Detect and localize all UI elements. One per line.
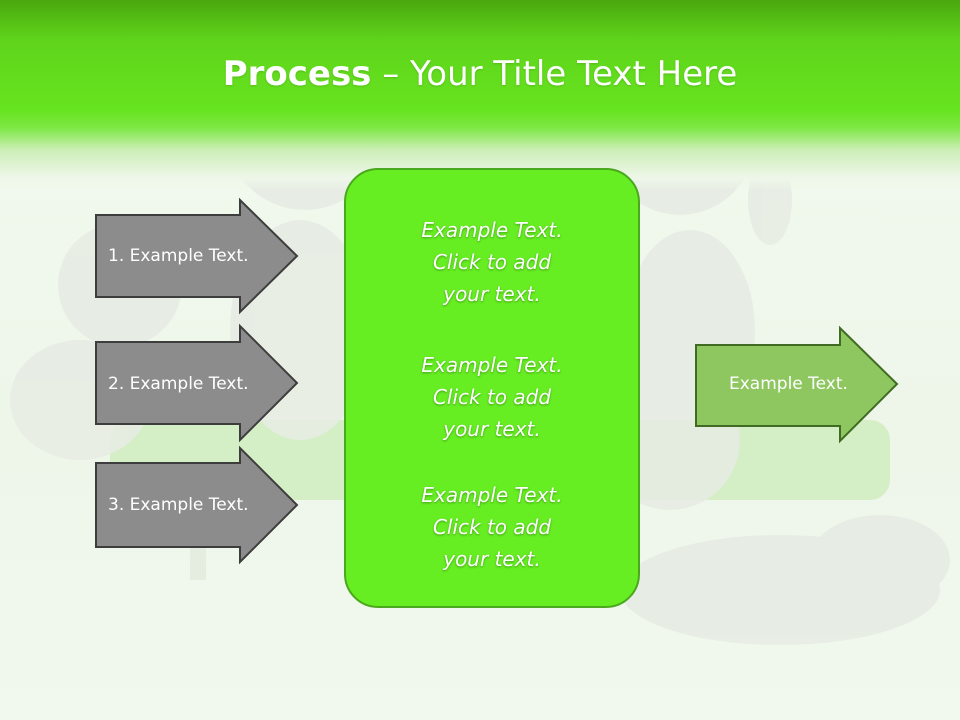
title-bold: Process xyxy=(222,54,372,94)
input-arrow-1-label: 1. Example Text. xyxy=(108,246,249,266)
input-arrow-2 xyxy=(95,323,299,443)
para-line: Click to add xyxy=(432,250,552,274)
para-line: Click to add xyxy=(432,515,552,539)
para-line: your text. xyxy=(443,417,541,441)
slide-title: Process – Your Title Text Here xyxy=(0,52,960,96)
para-line: Example Text. xyxy=(421,353,563,377)
input-arrow-2-label: 2. Example Text. xyxy=(108,374,249,394)
center-paragraph-1: Example Text. Click to add your text. xyxy=(346,214,638,310)
para-line: Example Text. xyxy=(421,218,563,242)
para-line: Example Text. xyxy=(421,483,563,507)
para-line: your text. xyxy=(443,547,541,571)
center-paragraph-3: Example Text. Click to add your text. xyxy=(346,479,638,575)
input-arrow-3-label: 3. Example Text. xyxy=(108,495,249,515)
para-line: your text. xyxy=(443,282,541,306)
title-rest: – Your Title Text Here xyxy=(371,54,738,94)
center-paragraph-2: Example Text. Click to add your text. xyxy=(346,349,638,445)
input-arrow-1 xyxy=(95,197,299,315)
center-text-box: Example Text. Click to add your text. Ex… xyxy=(344,168,640,608)
output-arrow-label: Example Text. xyxy=(729,374,848,394)
output-arrow xyxy=(695,325,899,444)
para-line: Click to add xyxy=(432,385,552,409)
header-band xyxy=(0,0,960,190)
input-arrow-3 xyxy=(95,445,299,565)
